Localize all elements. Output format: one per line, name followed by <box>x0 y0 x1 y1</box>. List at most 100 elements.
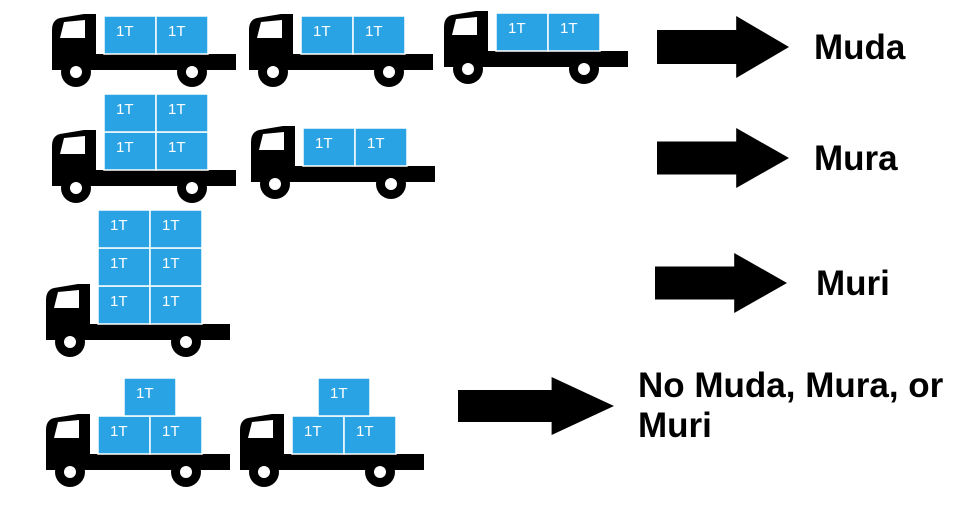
row-label-no-muda-mura-muri: No Muda, Mura, or Muri <box>638 366 944 446</box>
truck-icon: 1T 1T <box>251 126 435 199</box>
cargo-box-label: 1T <box>315 135 333 152</box>
right-arrow-icon <box>657 16 789 78</box>
cargo-box-label: 1T <box>162 217 180 234</box>
truck-bed <box>295 166 435 174</box>
truck-wheel-hub <box>180 466 192 478</box>
cargo-box: 1T <box>352 15 406 55</box>
truck-wheel-hub <box>385 178 397 190</box>
cargo-box: 1T <box>103 15 157 55</box>
truck-icon: 1T 1T 1T 1T <box>52 93 236 203</box>
cargo-box: 1T <box>97 285 151 325</box>
truck-wheel-hub <box>258 466 270 478</box>
truck-frame <box>249 60 433 70</box>
cargo-box-label: 1T <box>110 423 128 440</box>
cargo-box-label: 1T <box>162 293 180 310</box>
truck-wheel-hub <box>64 466 76 478</box>
cargo-box-label: 1T <box>110 255 128 272</box>
truck-wheel-hub <box>70 182 82 194</box>
cargo-box-label: 1T <box>168 101 186 118</box>
truck-window <box>54 290 79 308</box>
cargo-box: 1T <box>343 415 397 455</box>
row-label-muda: Muda <box>814 28 906 67</box>
truck-bed <box>90 454 230 462</box>
cargo-box-label: 1T <box>356 423 374 440</box>
cargo-box: 1T <box>317 377 371 417</box>
cargo-box-label: 1T <box>116 23 134 40</box>
truck-wheel-hub <box>186 66 198 78</box>
cargo-box: 1T <box>123 377 177 417</box>
cargo-box: 1T <box>547 12 601 52</box>
right-arrow-icon <box>458 377 614 435</box>
cargo-box: 1T <box>149 285 203 325</box>
truck-frame <box>240 460 424 470</box>
truck-wheel-hub <box>180 336 192 348</box>
truck-icon: 1T 1T <box>52 14 236 87</box>
truck-frame <box>444 57 628 67</box>
truck-bed <box>293 54 433 62</box>
cargo-box-label: 1T <box>304 423 322 440</box>
truck-wheel-hub <box>578 63 590 75</box>
truck-icon: 1T 1T <box>444 11 628 84</box>
truck-wheel-hub <box>462 63 474 75</box>
cargo-box: 1T <box>354 127 408 167</box>
cargo-box-label: 1T <box>367 135 385 152</box>
truck-wheel-hub <box>267 66 279 78</box>
cargo-box: 1T <box>149 415 203 455</box>
cargo-box: 1T <box>149 209 203 249</box>
right-arrow-icon <box>655 253 787 313</box>
truck-icon: 1T 1T 1T <box>240 377 424 487</box>
cargo-box-label: 1T <box>508 20 526 37</box>
cargo-box-label: 1T <box>110 217 128 234</box>
truck-bed <box>284 454 424 462</box>
cargo-box: 1T <box>97 247 151 287</box>
truck-frame <box>46 330 230 340</box>
truck-bed <box>96 54 236 62</box>
truck-wheel-hub <box>374 466 386 478</box>
cargo-box-label: 1T <box>110 293 128 310</box>
truck-frame <box>251 172 435 182</box>
truck-wheel-hub <box>70 66 82 78</box>
row-label-mura: Mura <box>814 139 898 178</box>
cargo-box-label: 1T <box>116 139 134 156</box>
truck-wheel-hub <box>269 178 281 190</box>
cargo-box-label: 1T <box>168 139 186 156</box>
cargo-box: 1T <box>155 93 209 133</box>
truck-window <box>452 17 477 35</box>
cargo-box: 1T <box>103 131 157 171</box>
cargo-box: 1T <box>97 209 151 249</box>
truck-bed <box>488 51 628 59</box>
cargo-box-label: 1T <box>313 23 331 40</box>
cargo-box: 1T <box>155 131 209 171</box>
truck-window <box>248 420 273 438</box>
truck-icon: 1T 1T 1T <box>46 377 230 487</box>
truck-frame <box>46 460 230 470</box>
truck-window <box>60 136 85 154</box>
right-arrow-icon <box>657 128 789 188</box>
cargo-box: 1T <box>97 415 151 455</box>
truck-frame <box>52 60 236 70</box>
truck-bed <box>96 170 236 178</box>
truck-window <box>60 20 85 38</box>
cargo-box-label: 1T <box>365 23 383 40</box>
truck-bed <box>90 324 230 332</box>
cargo-box: 1T <box>291 415 345 455</box>
cargo-box-label: 1T <box>162 255 180 272</box>
cargo-box: 1T <box>495 12 549 52</box>
truck-window <box>257 20 282 38</box>
cargo-box-label: 1T <box>116 101 134 118</box>
cargo-box: 1T <box>155 15 209 55</box>
truck-wheel-hub <box>64 336 76 348</box>
cargo-box: 1T <box>300 15 354 55</box>
truck-wheel-hub <box>383 66 395 78</box>
truck-frame <box>52 176 236 186</box>
cargo-box: 1T <box>149 247 203 287</box>
cargo-box-label: 1T <box>136 385 154 402</box>
cargo-box-label: 1T <box>330 385 348 402</box>
truck-icon: 1T 1T 1T 1T 1T 1T <box>46 209 230 357</box>
truck-icon: 1T 1T <box>249 14 433 87</box>
cargo-box-label: 1T <box>162 423 180 440</box>
cargo-box-label: 1T <box>560 20 578 37</box>
truck-window <box>54 420 79 438</box>
cargo-box-label: 1T <box>168 23 186 40</box>
